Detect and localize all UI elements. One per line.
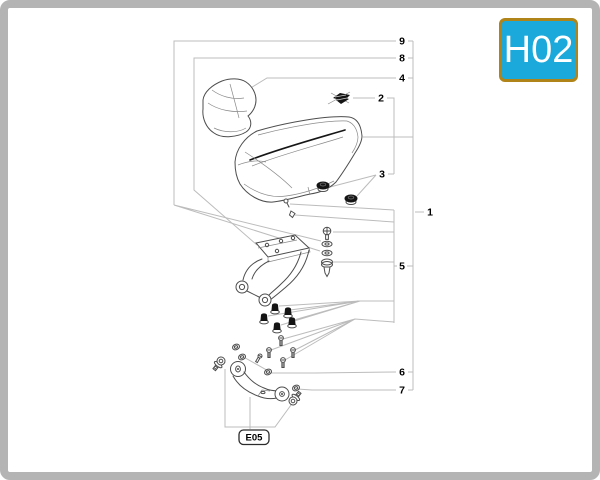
leader-6 bbox=[239, 354, 413, 374]
bracket-bushing-2 bbox=[258, 293, 272, 307]
flanged-bolt-right bbox=[288, 390, 302, 406]
seat-pad-crease bbox=[229, 83, 240, 119]
damper-2-hole bbox=[347, 195, 355, 200]
screw-4 bbox=[280, 357, 286, 368]
callout-6: 6 bbox=[399, 367, 405, 379]
leader-e05 bbox=[224, 369, 292, 429]
leader-bumper-fan bbox=[267, 300, 394, 326]
leader-4 bbox=[248, 77, 413, 90]
flanged-bolt-left bbox=[212, 356, 226, 372]
screw-1 bbox=[278, 335, 284, 346]
leader-5-fasteners bbox=[289, 203, 395, 263]
leader-3 bbox=[329, 174, 377, 197]
lower-bracket-drawing bbox=[212, 343, 302, 406]
callout-7: 7 bbox=[399, 385, 405, 397]
e05-reference-box[interactable] bbox=[238, 429, 270, 446]
bracket-hole-3 bbox=[290, 235, 296, 241]
washer-b-hole bbox=[324, 251, 330, 255]
push-rivet-stem bbox=[323, 266, 331, 278]
mounting-screws-drawing bbox=[266, 335, 296, 368]
small-cone-screw bbox=[288, 210, 296, 219]
callout-9: 9 bbox=[399, 36, 405, 48]
bracket-bushing-1-bore bbox=[238, 283, 246, 291]
pan-screw-shaft bbox=[325, 234, 329, 240]
seat-cowl-seam bbox=[249, 129, 346, 161]
seat-pad-flange bbox=[213, 127, 247, 133]
seat-cowl-right-edge bbox=[346, 120, 359, 154]
speed-clip-hatch bbox=[334, 94, 348, 101]
support-bracket-drawing bbox=[235, 234, 311, 307]
seat-cowl-notch bbox=[307, 186, 311, 196]
seat-pad-fold bbox=[207, 102, 248, 112]
bracket-left-arm-inner bbox=[251, 260, 270, 280]
bracket-hole-4 bbox=[274, 248, 280, 254]
damper-1-hole bbox=[319, 182, 327, 187]
bracket-strut bbox=[246, 290, 260, 298]
pin-shaft bbox=[286, 202, 290, 208]
bracket-left-arm-outer bbox=[242, 258, 263, 281]
callout-3: 3 bbox=[379, 169, 385, 181]
seat-cowl-drawing bbox=[234, 116, 363, 203]
rubber-damper-drawing bbox=[316, 181, 358, 205]
seat-cowl-outline bbox=[234, 116, 363, 203]
washer-b bbox=[321, 249, 333, 257]
leader-bolt-fan bbox=[270, 318, 395, 361]
damper-1 bbox=[316, 181, 330, 190]
callout-1: 1 bbox=[427, 207, 433, 219]
callout-8: 8 bbox=[399, 53, 405, 65]
pin-and-screw-drawing bbox=[283, 198, 296, 219]
seat-pad-outline bbox=[202, 78, 257, 138]
lower-small-screw bbox=[254, 353, 263, 364]
callout-numbers: 9 8 4 2 3 1 5 6 7 bbox=[378, 36, 433, 397]
bracket-hole-2 bbox=[278, 238, 284, 244]
bumper-3 bbox=[259, 313, 269, 325]
pin-head bbox=[283, 198, 289, 204]
washer-a bbox=[321, 240, 333, 248]
bumper-1 bbox=[270, 303, 280, 315]
bumper-4 bbox=[287, 317, 297, 329]
seat-pad-inner-face bbox=[211, 89, 245, 99]
leader-9 bbox=[173, 40, 413, 252]
bumper-5 bbox=[272, 322, 282, 334]
lower-washers bbox=[232, 343, 300, 392]
leader-2 bbox=[353, 97, 395, 175]
bracket-bushing-1 bbox=[235, 280, 249, 294]
leader-8 bbox=[193, 57, 413, 246]
screw-2 bbox=[266, 347, 272, 358]
damper-2 bbox=[344, 194, 358, 203]
pan-screw-cross bbox=[323, 227, 331, 235]
e05-reference-link[interactable]: E05 bbox=[238, 429, 270, 446]
callout-5: 5 bbox=[399, 261, 405, 273]
seat-cowl-top-edge bbox=[257, 120, 348, 136]
seat-cowl-front-fold bbox=[237, 160, 267, 166]
lower-bracket-strap bbox=[230, 361, 290, 402]
callout-2: 2 bbox=[378, 93, 384, 105]
diagram-code-badge: H02 bbox=[499, 18, 578, 82]
fastener-stack-drawing bbox=[321, 226, 333, 278]
leader-5-bracket bbox=[393, 210, 413, 323]
callout-4: 4 bbox=[399, 73, 405, 85]
rubber-bumper-drawing bbox=[259, 303, 297, 334]
speed-clip-base bbox=[336, 97, 349, 104]
washer-a-hole bbox=[324, 242, 330, 246]
diagram-code-label: H02 bbox=[503, 29, 574, 71]
seat-pad-drawing bbox=[202, 78, 257, 138]
speed-clip-drawing bbox=[327, 91, 351, 105]
e05-reference-label[interactable]: E05 bbox=[246, 433, 264, 444]
bracket-right-arm-outer bbox=[269, 249, 310, 301]
leader-7 bbox=[296, 388, 413, 391]
bracket-hole-1 bbox=[264, 242, 270, 248]
bumper-2 bbox=[283, 307, 293, 319]
seat-cowl-facet-line bbox=[244, 151, 293, 189]
bracket-right-arm-inner bbox=[268, 251, 302, 296]
screw-3 bbox=[290, 347, 296, 358]
bracket-bushing-2-bore bbox=[261, 296, 269, 304]
